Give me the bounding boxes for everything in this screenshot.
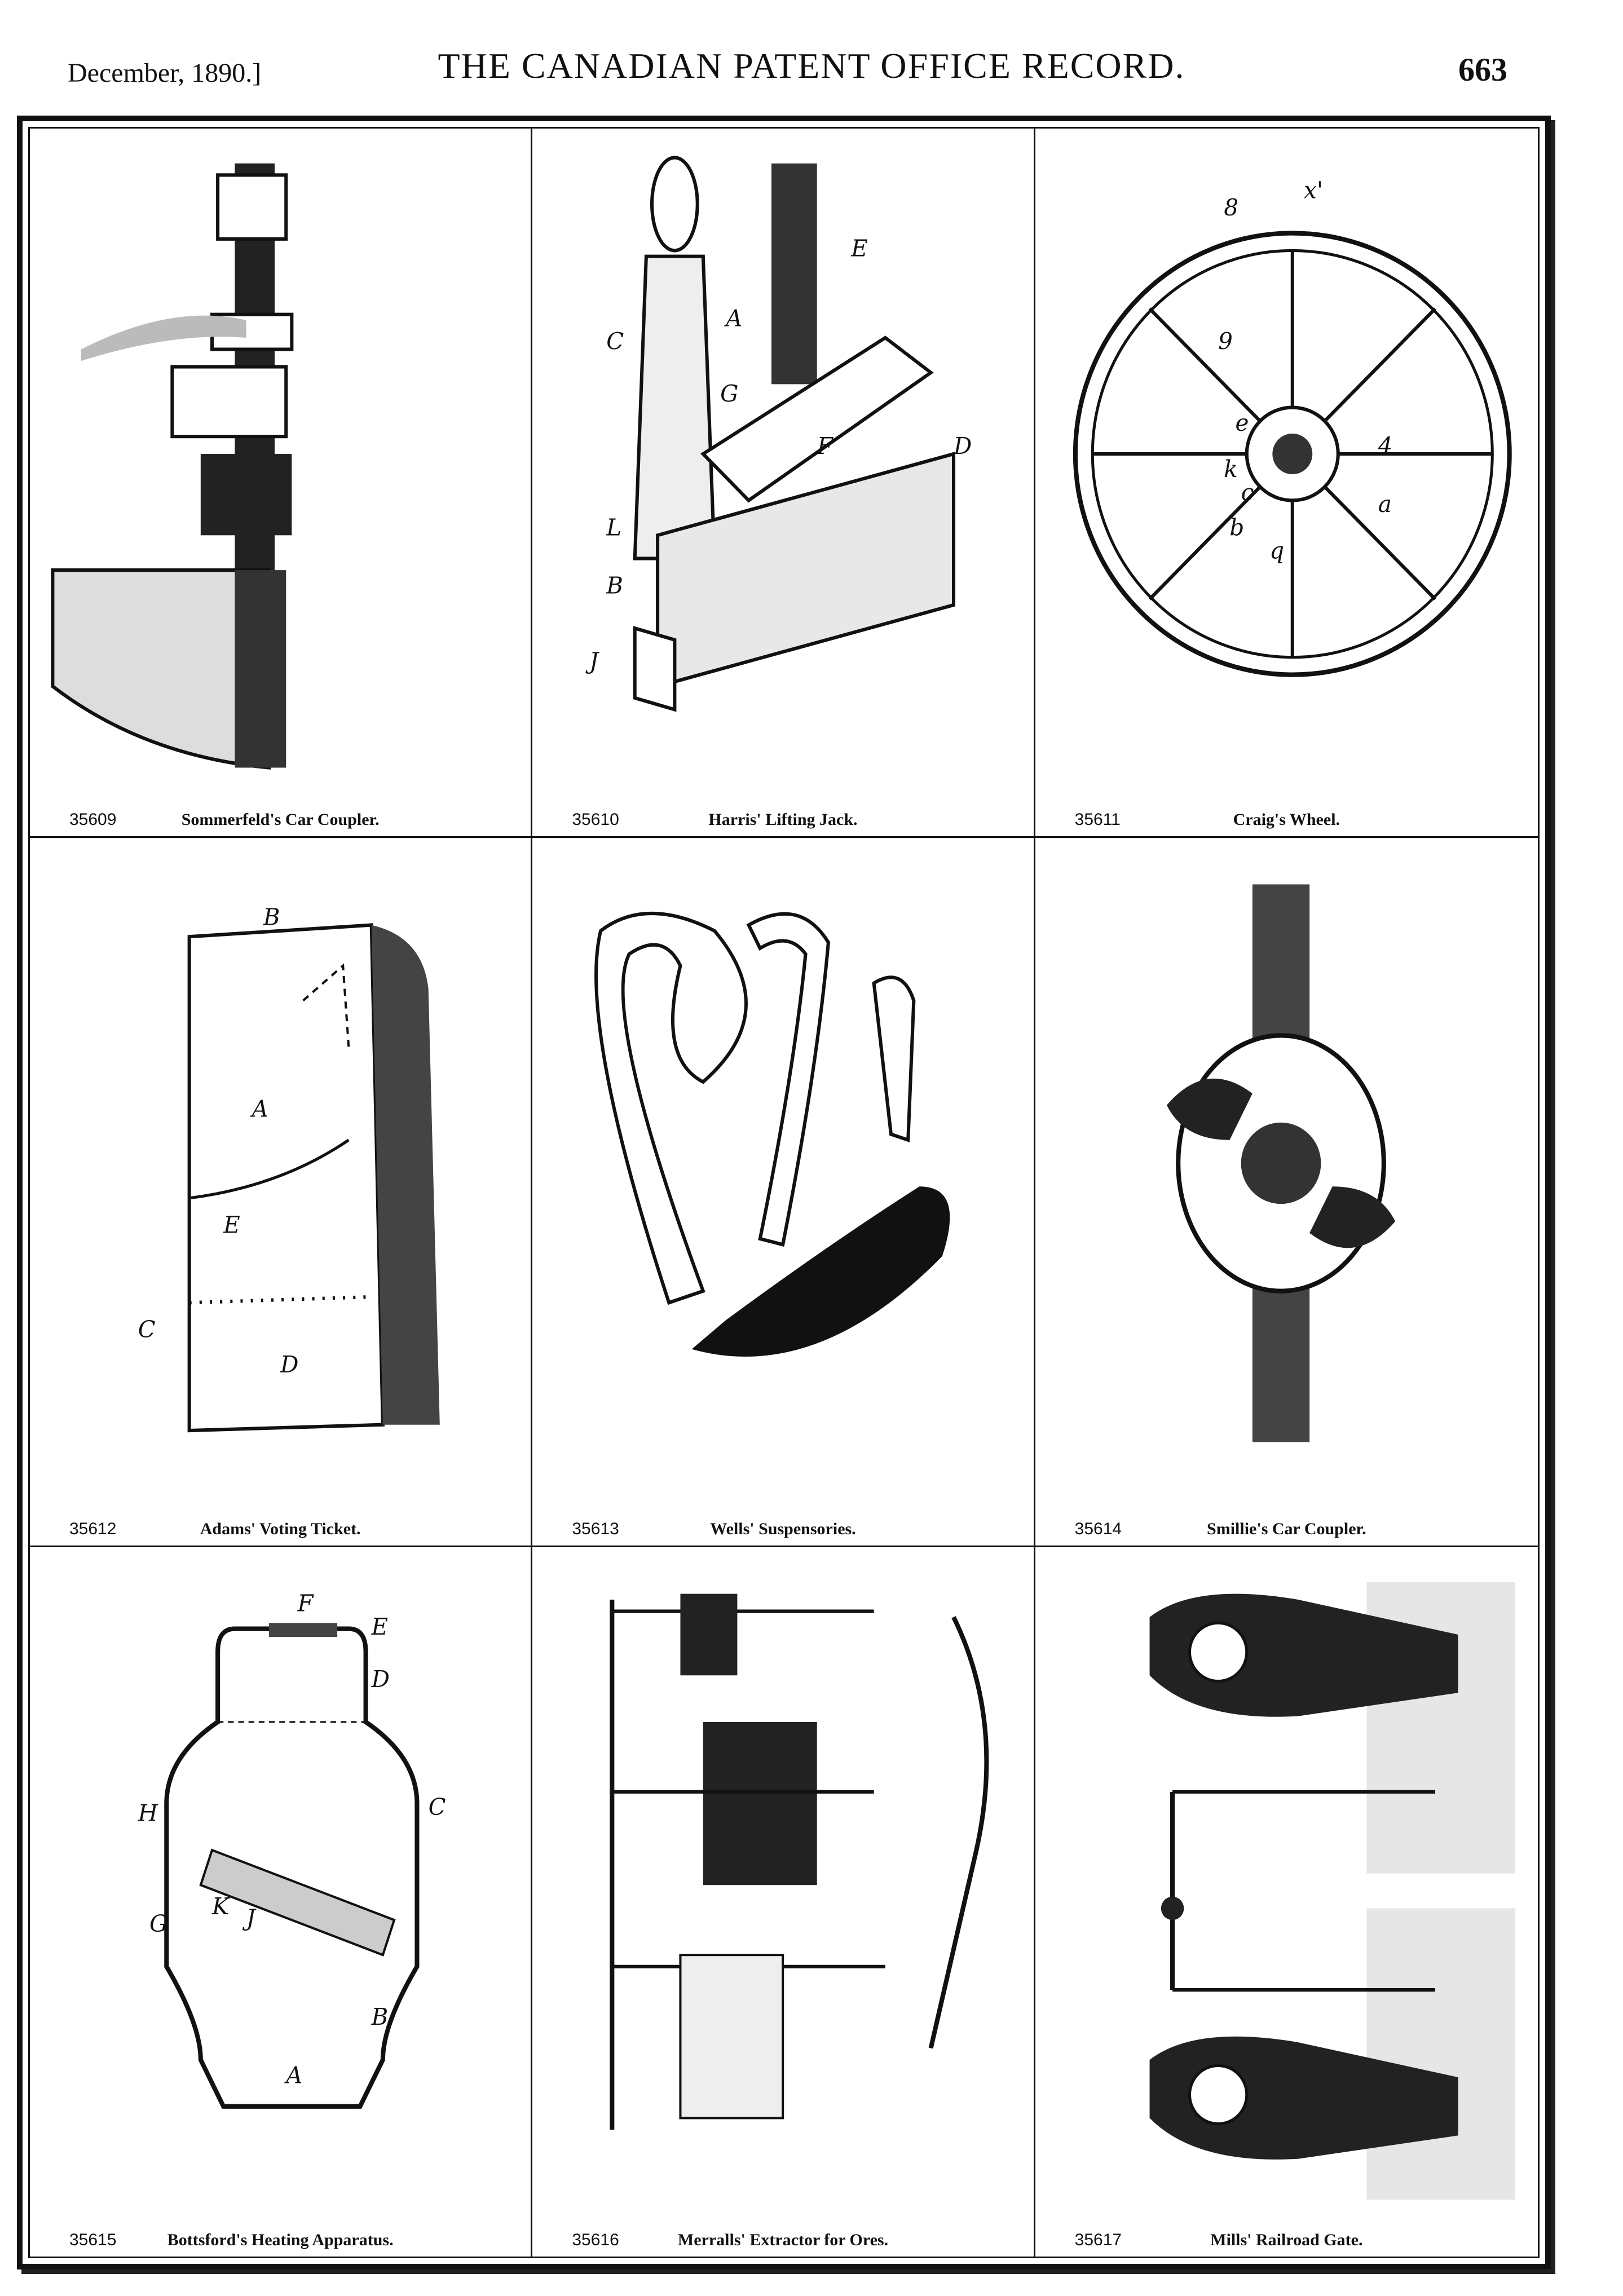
- patent-grid: 35609 Sommerfeld's Car Coupler. A C: [30, 129, 1538, 2257]
- patent-cell: 35609 Sommerfeld's Car Coupler.: [30, 129, 533, 838]
- issue-date: December, 1890.]: [68, 58, 262, 88]
- figure-label: D: [280, 1351, 298, 1378]
- patent-title: Sommerfeld's Car Coupler.: [181, 810, 380, 829]
- patent-number: 35612: [69, 1520, 117, 1538]
- patent-cell: F E D C J A B K H G 35615 Bottsford's He…: [30, 1547, 533, 2257]
- patent-cell: 35617 Mills' Railroad Gate.: [1035, 1547, 1538, 2257]
- patent-caption: 35609 Sommerfeld's Car Coupler.: [30, 801, 531, 829]
- figure-label: E: [223, 1211, 240, 1238]
- figure-label: b: [1229, 514, 1244, 541]
- figure-label: 9: [1218, 328, 1233, 355]
- patent-number: 35616: [572, 2231, 619, 2249]
- patent-title: Adams' Voting Ticket.: [200, 1520, 361, 1538]
- patent-number: 35611: [1074, 810, 1121, 829]
- plate-frame: 35609 Sommerfeld's Car Coupler. A C: [17, 116, 1551, 2269]
- patent-drawing-car-coupler: [30, 129, 531, 797]
- patent-title: Bottsford's Heating Apparatus.: [167, 2231, 394, 2249]
- patent-number: 35617: [1074, 2231, 1122, 2249]
- patent-drawing-ore-extractor: [532, 1547, 1033, 2217]
- figure-label: A: [250, 1095, 268, 1122]
- figure-label: e: [1235, 409, 1249, 436]
- figure-label: J: [585, 647, 600, 674]
- patent-drawing-wheel: 8 x' 9 e k c b q a 4: [1035, 129, 1538, 797]
- figure-label: L: [606, 514, 622, 541]
- patent-title: Wells' Suspensories.: [710, 1520, 856, 1538]
- figure-label: q: [1269, 537, 1284, 564]
- figure-label: D: [953, 432, 972, 460]
- figure-label: K: [211, 1892, 231, 1920]
- patent-caption: 35615 Bottsford's Heating Apparatus.: [30, 2222, 531, 2250]
- patent-caption: 35612 Adams' Voting Ticket.: [30, 1511, 531, 1539]
- patent-cell: 35613 Wells' Suspensories.: [532, 838, 1035, 1547]
- figure-label: D: [371, 1665, 390, 1693]
- page-number: 663: [1458, 51, 1507, 88]
- patent-cell: 35616 Merralls' Extractor for Ores.: [532, 1547, 1035, 2257]
- patent-cell: 35614 Smillie's Car Coupler.: [1035, 838, 1538, 1547]
- patent-cell: A C G F D E L B J 35610 Harris' Lifting …: [532, 129, 1035, 838]
- patent-number: 35610: [572, 810, 619, 829]
- patent-number: 35615: [69, 2231, 117, 2249]
- patent-cell: 8 x' 9 e k c b q a 4 35611 Craig's Wheel…: [1035, 129, 1538, 838]
- patent-caption: 35617 Mills' Railroad Gate.: [1035, 2222, 1538, 2250]
- patent-drawing-heating-apparatus: F E D C J A B K H G: [30, 1547, 531, 2217]
- figure-label: B: [263, 903, 280, 930]
- publication-title: THE CANADIAN PATENT OFFICE RECORD.: [438, 46, 1185, 86]
- figure-label: k: [1224, 456, 1238, 483]
- figure-label: 8: [1224, 194, 1238, 221]
- patent-caption: 35613 Wells' Suspensories.: [532, 1511, 1033, 1539]
- patent-caption: 35614 Smillie's Car Coupler.: [1035, 1511, 1538, 1539]
- patent-drawing-voting-ticket: B A E C D: [30, 838, 531, 1506]
- figure-label: E: [851, 235, 868, 262]
- patent-cell: B A E C D 35612 Adams' Voting Ticket.: [30, 838, 533, 1547]
- figure-label: G: [720, 380, 738, 407]
- figure-label: B: [606, 572, 624, 599]
- patent-number: 35613: [572, 1520, 619, 1538]
- plate-inner-border: 35609 Sommerfeld's Car Coupler. A C: [28, 127, 1540, 2258]
- patent-title: Mills' Railroad Gate.: [1210, 2231, 1363, 2249]
- patent-title: Harris' Lifting Jack.: [708, 810, 858, 829]
- patent-number: 35614: [1074, 1520, 1122, 1538]
- figure-label: A: [284, 2061, 302, 2089]
- figure-label: C: [138, 1316, 156, 1343]
- patent-title: Smillie's Car Coupler.: [1207, 1520, 1366, 1538]
- patent-number: 35609: [69, 810, 117, 829]
- figure-label: C: [429, 1794, 446, 1821]
- figure-label: F: [297, 1589, 314, 1617]
- patent-drawing-lifting-jack: A C G F D E L B J: [532, 129, 1033, 797]
- figure-label: 4: [1377, 432, 1392, 460]
- figure-label: H: [138, 1799, 159, 1827]
- figure-label: E: [371, 1613, 389, 1641]
- figure-label: A: [724, 304, 743, 332]
- figure-label: G: [149, 1910, 167, 1937]
- figure-label: c: [1241, 479, 1254, 506]
- patent-drawing-railroad-gate: [1035, 1547, 1538, 2217]
- patent-caption: 35616 Merralls' Extractor for Ores.: [532, 2222, 1033, 2250]
- figure-label: x': [1304, 176, 1323, 204]
- figure-label: C: [607, 328, 624, 355]
- patent-drawing-smillie-coupler: [1035, 838, 1538, 1506]
- patent-title: Merralls' Extractor for Ores.: [677, 2231, 889, 2249]
- patent-title: Craig's Wheel.: [1233, 810, 1340, 829]
- patent-caption: 35610 Harris' Lifting Jack.: [532, 801, 1033, 829]
- patent-drawing-suspensories: [532, 838, 1033, 1506]
- figure-label: F: [817, 432, 834, 460]
- page-header: December, 1890.] THE CANADIAN PATENT OFF…: [0, 34, 1623, 96]
- patent-caption: 35611 Craig's Wheel.: [1035, 801, 1538, 829]
- figure-label: B: [371, 2003, 389, 2031]
- figure-label: a: [1378, 491, 1391, 518]
